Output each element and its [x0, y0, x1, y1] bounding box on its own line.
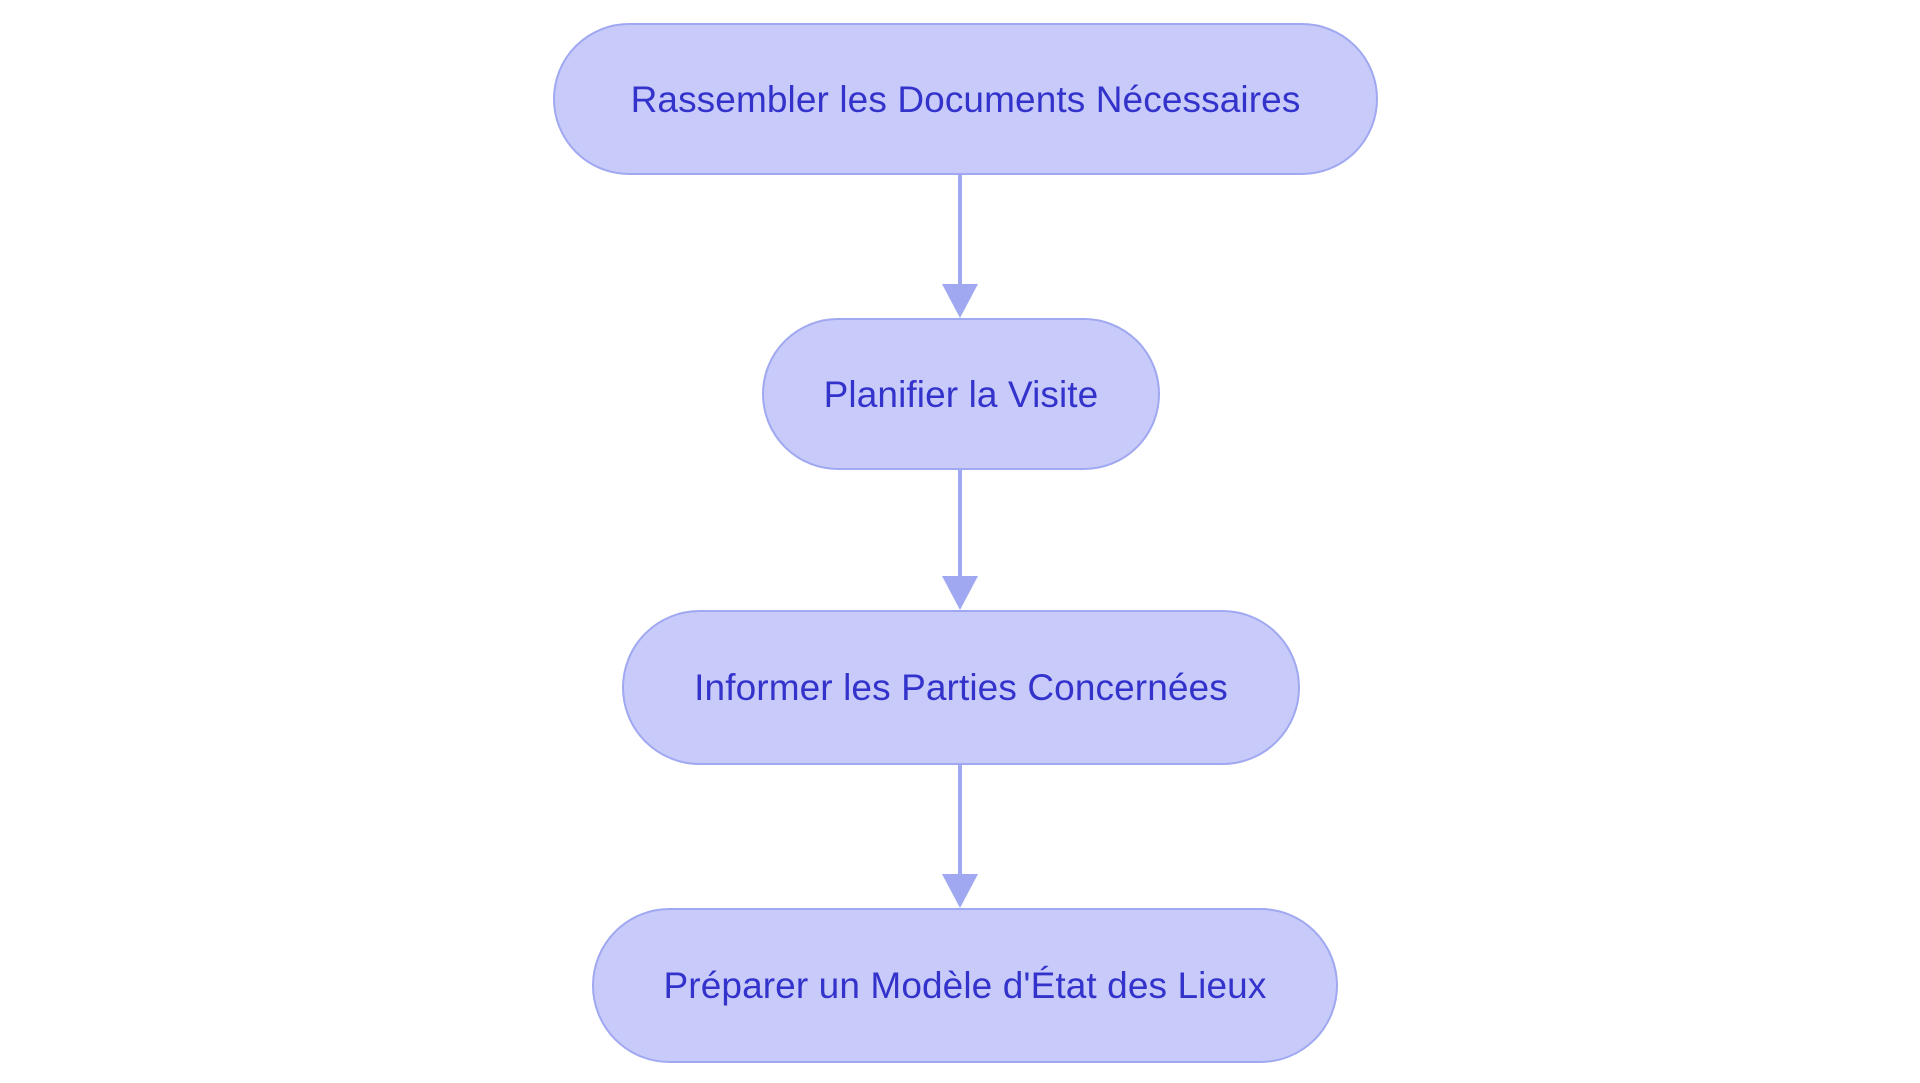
flowchart-node-gather-documents[interactable]: Rassembler les Documents Nécessaires — [553, 23, 1378, 175]
flowchart-node-label: Préparer un Modèle d'État des Lieux — [663, 965, 1267, 1006]
flowchart-node-prepare-template[interactable]: Préparer un Modèle d'État des Lieux — [592, 908, 1338, 1063]
edge-node3-to-node4 — [942, 765, 978, 908]
flowchart-node-label: Planifier la Visite — [823, 373, 1099, 415]
flowchart-node-schedule-visit[interactable]: Planifier la Visite — [762, 318, 1160, 470]
edge-node1-to-node2 — [942, 175, 978, 318]
flowchart-node-label: Rassembler les Documents Nécessaires — [630, 78, 1301, 120]
flowchart-node-label: Informer les Parties Concernées — [694, 667, 1228, 708]
flowchart-node-inform-parties[interactable]: Informer les Parties Concernées — [622, 610, 1300, 765]
edge-node2-to-node3 — [942, 470, 978, 610]
